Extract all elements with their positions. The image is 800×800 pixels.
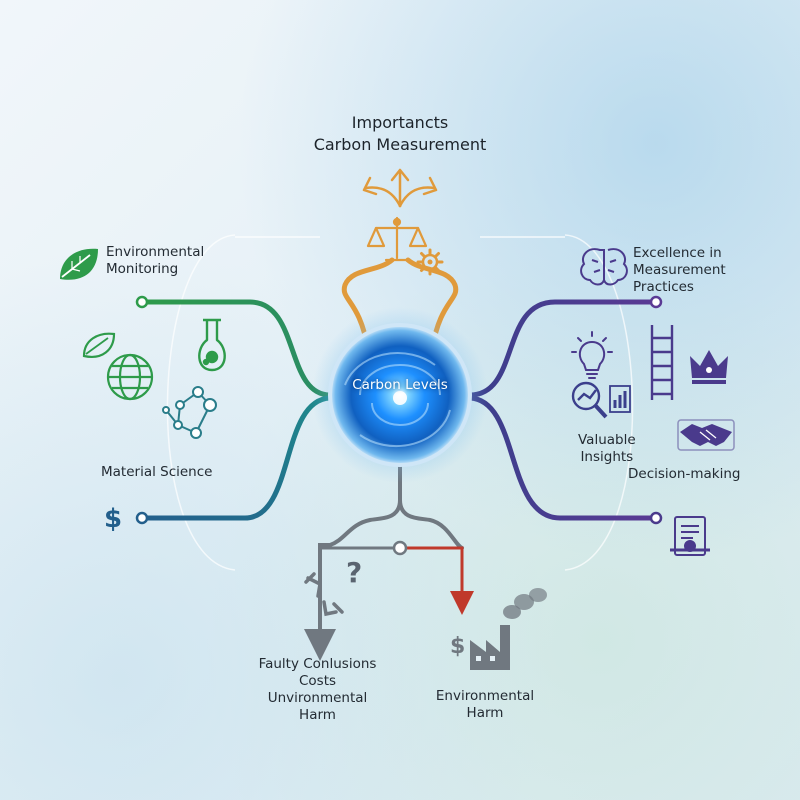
- crown-icon: [690, 350, 728, 384]
- environmental-harm-label: Environmental Harm: [435, 688, 535, 721]
- ladder-icon: [650, 325, 674, 400]
- decision-making-label: Decision-making: [628, 466, 741, 482]
- flask-icon: [198, 318, 226, 372]
- dollar-icon: $: [104, 504, 123, 534]
- factory-icon: [470, 588, 547, 670]
- dollar-small-icon: $: [450, 634, 466, 659]
- node-decision-making: [649, 511, 663, 525]
- connector-bottom-stem: [304, 456, 402, 661]
- magnifier-chart-icon: [571, 381, 631, 419]
- faulty-conclusions-label: Faulty Conlusions Costs Unvironmental Ha…: [258, 656, 377, 723]
- node-excellence: [649, 295, 663, 309]
- certificate-icon: [670, 516, 710, 556]
- carbon-levels-label: Carbon Levels: [352, 377, 448, 393]
- globe-icon: [106, 353, 154, 401]
- valuable-insights-label: Valuable Insights: [578, 432, 636, 465]
- brain-icon: [580, 248, 628, 286]
- lightbulb-icon: [571, 331, 613, 379]
- node-environmental-monitoring: [135, 295, 149, 309]
- growth-arrow-icon: [362, 168, 438, 208]
- junction-node: [392, 540, 408, 556]
- environmental-monitoring-label: Environmental Monitoring: [106, 244, 205, 277]
- faint-arc-right: [564, 234, 634, 571]
- connector-bottom-red: [398, 546, 474, 615]
- material-science-label: Material Science: [101, 464, 213, 480]
- title-line-2: Carbon Measurement: [313, 135, 487, 154]
- faint-arc-left: [166, 234, 236, 571]
- connector-environmental-monitoring: [139, 299, 333, 398]
- leaf-icon: [60, 248, 98, 280]
- connector-bottom-mid: [398, 498, 464, 550]
- orb-swirl: [344, 352, 451, 447]
- handshake-icon: [677, 419, 735, 451]
- excellence-label: Excellence in Measurement Practices: [633, 245, 726, 295]
- molecule-icon: [162, 386, 217, 439]
- gear-icon: [416, 248, 444, 276]
- leaf-small-icon: [82, 332, 116, 358]
- orb-core: [393, 391, 407, 405]
- node-material-science: [135, 511, 149, 525]
- title-line-1: Importancts: [351, 113, 449, 132]
- scales-icon: [366, 216, 428, 262]
- broken-link-icon: [304, 572, 344, 617]
- question-icon: ?: [346, 556, 363, 589]
